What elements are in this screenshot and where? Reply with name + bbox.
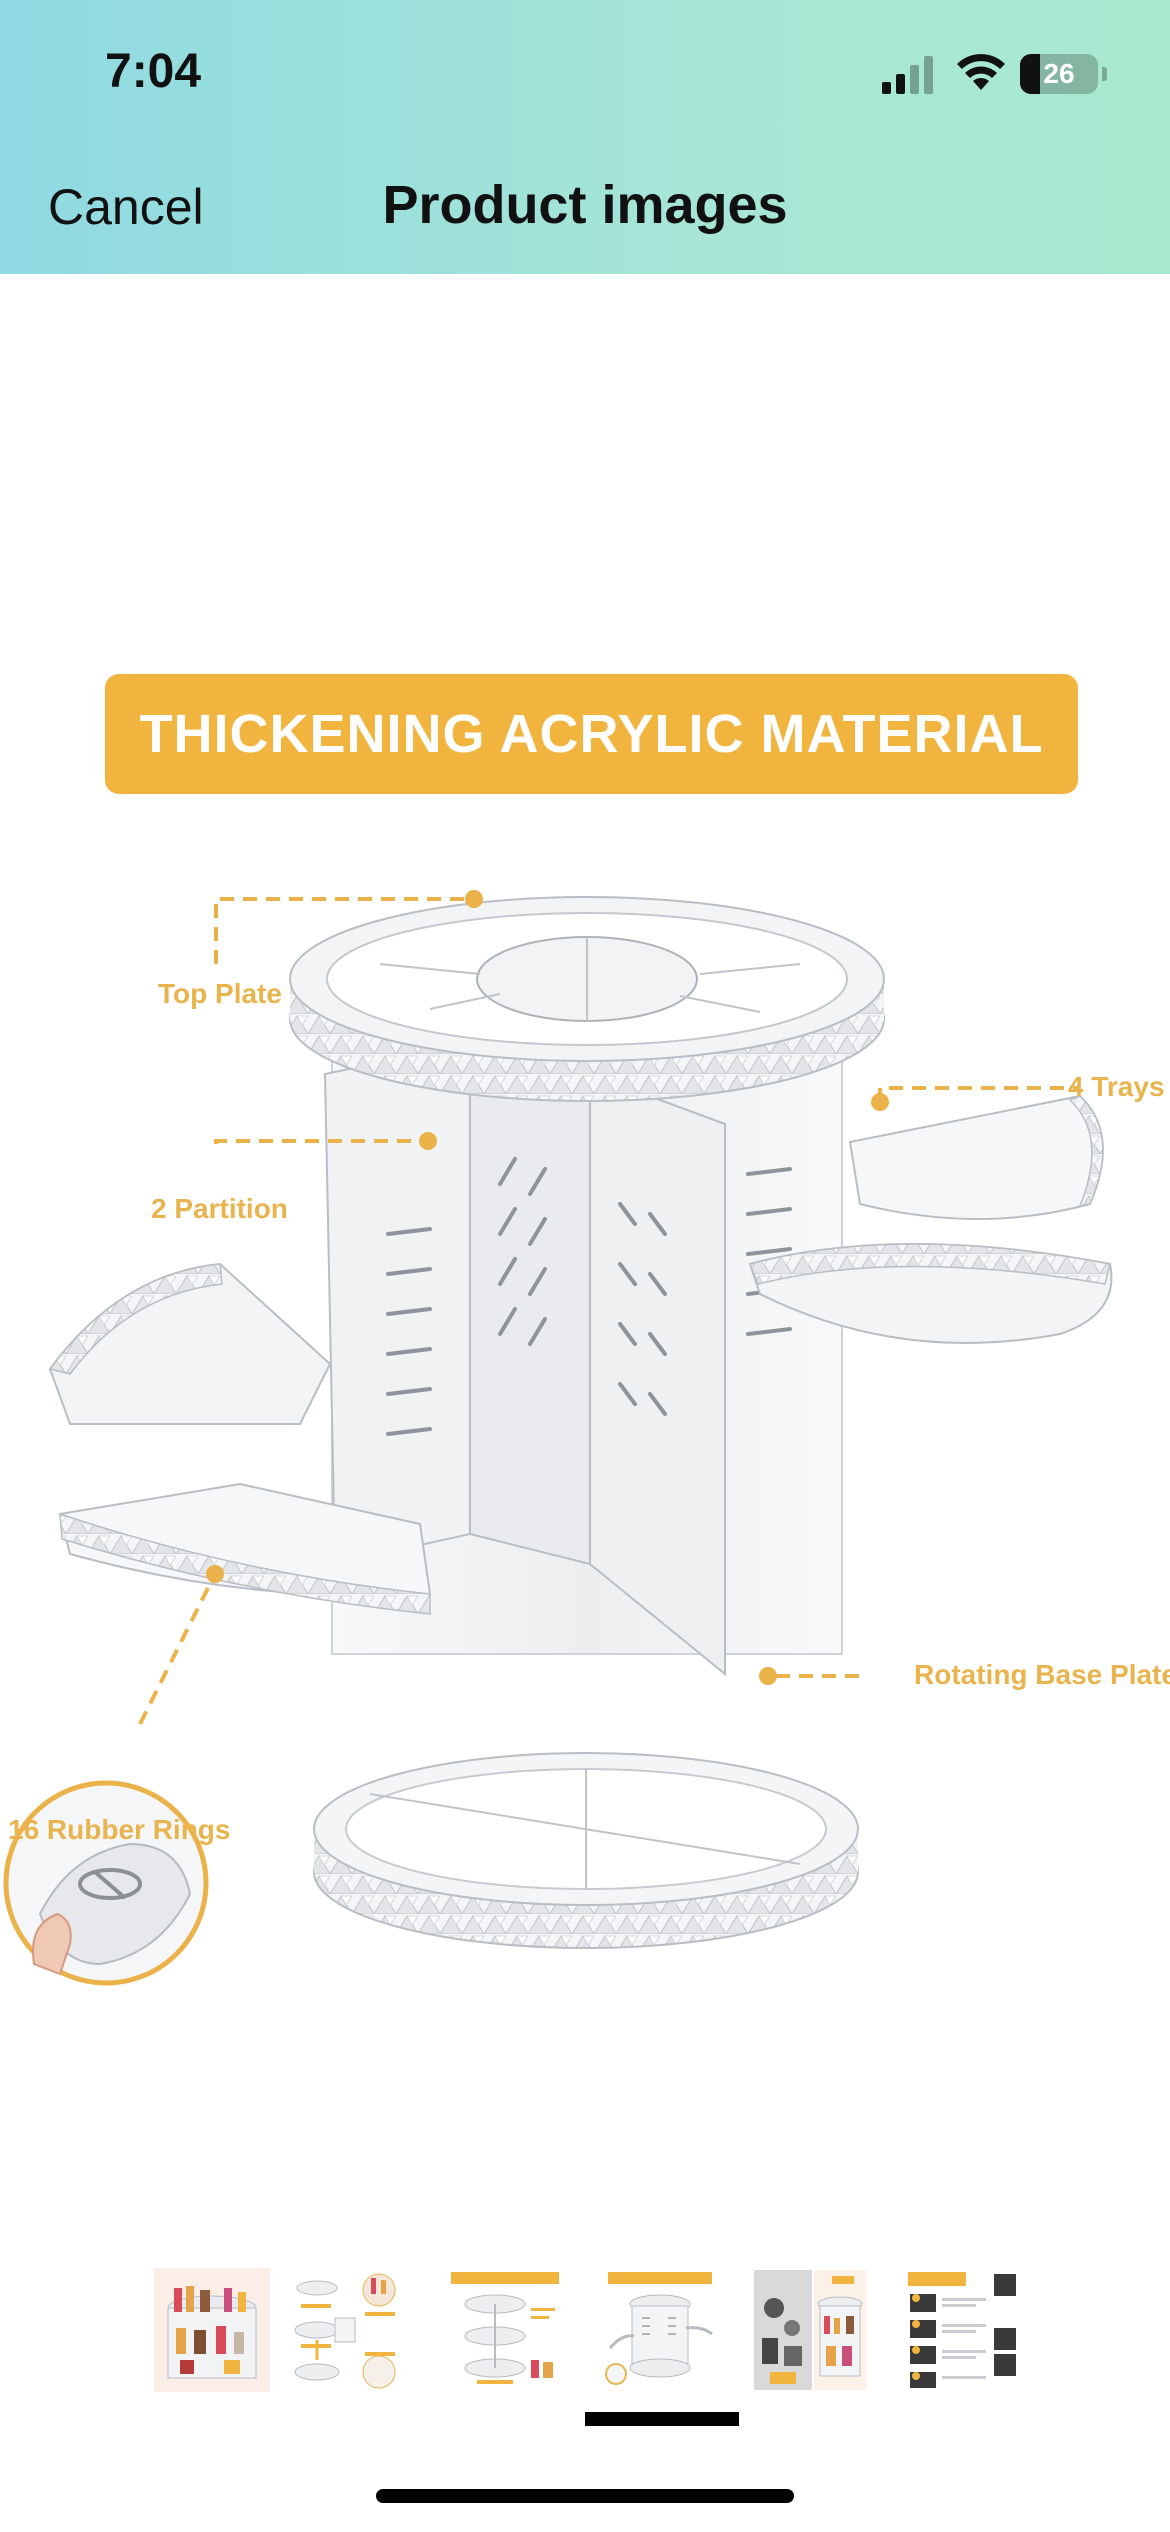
cancel-button[interactable]: Cancel — [48, 179, 204, 235]
thumbnail-6[interactable] — [904, 2268, 1020, 2392]
thumbnail-5[interactable] — [752, 2268, 868, 2392]
callout-trays: 4 Trays — [1068, 1071, 1165, 1102]
callout-top-plate: Top Plate — [158, 978, 282, 1009]
cellular-signal-icon — [882, 56, 933, 94]
thumbnail-3[interactable] — [447, 2268, 563, 2392]
status-icons: 26 — [880, 50, 1120, 100]
callout-partition: 2 Partition — [151, 1193, 288, 1224]
thumbnail-strip — [0, 2268, 1170, 2398]
callout-rotating-base-plate: Rotating Base Plate — [914, 1659, 1170, 1690]
thumbnail-1[interactable] — [154, 2268, 270, 2392]
product-image[interactable]: THICKENING ACRYLIC MATERIAL Top Plate 4 … — [0, 274, 1170, 2234]
acrylic-organizer-illustration — [3, 890, 1113, 1986]
callout-rubber-rings: 16 Rubber Rings — [8, 1814, 231, 1845]
thumbnail-4-selected[interactable] — [602, 2268, 718, 2392]
battery-icon: 26 — [1020, 54, 1098, 94]
selected-thumbnail-indicator — [585, 2412, 739, 2426]
wifi-icon — [957, 54, 1005, 90]
navigation-header: 7:04 26 Cancel Product images — [0, 0, 1170, 274]
headline-banner: THICKENING ACRYLIC MATERIAL — [105, 674, 1078, 794]
battery-level: 26 — [1043, 58, 1075, 89]
home-indicator[interactable] — [376, 2489, 794, 2503]
headline-text: THICKENING ACRYLIC MATERIAL — [139, 704, 1044, 764]
thumbnail-2[interactable] — [289, 2268, 405, 2392]
status-time: 7:04 — [105, 45, 202, 98]
page-title: Product images — [382, 175, 788, 235]
